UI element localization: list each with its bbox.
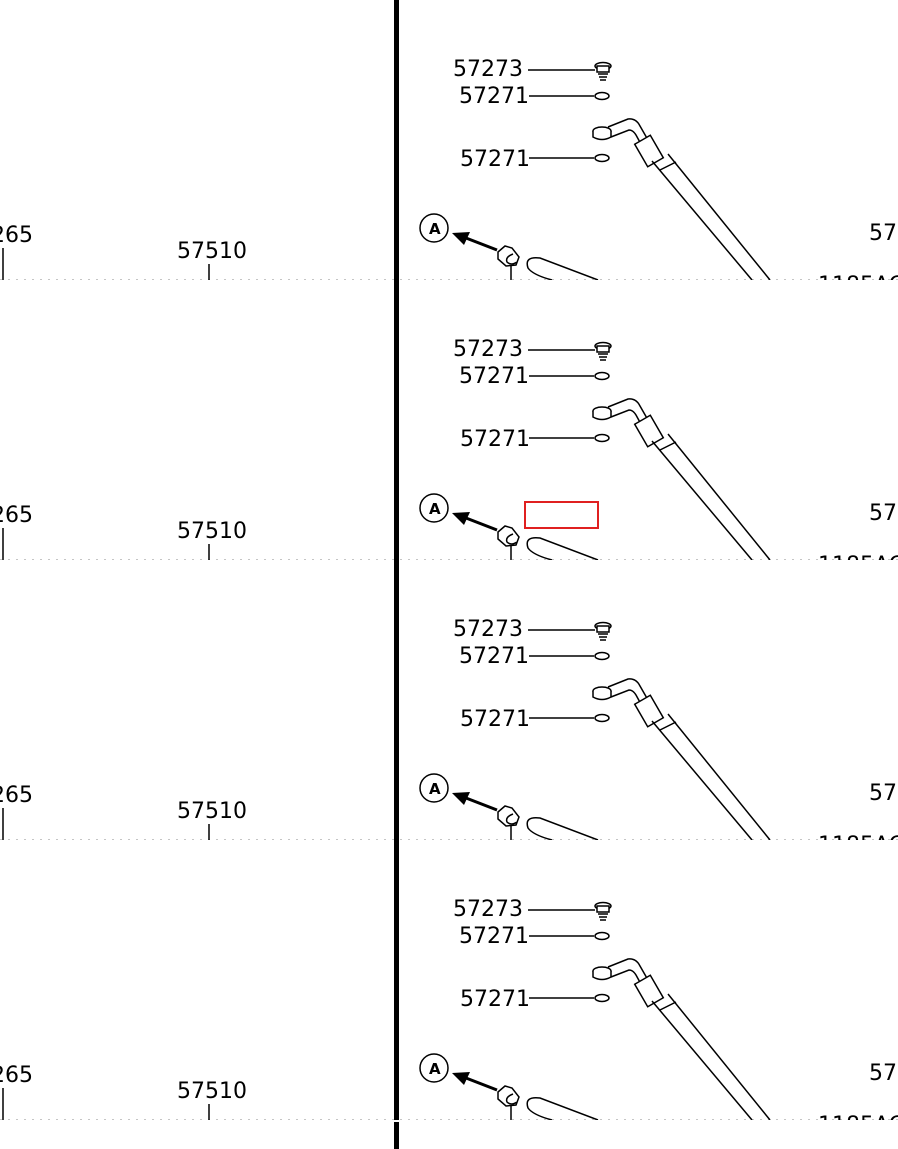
panel-divider — [394, 0, 399, 280]
diagram-panel: 265 57510 57273 57271 57271 57 — [0, 0, 898, 298]
callout-a-letter: A — [429, 220, 441, 238]
bolt-icon — [594, 901, 612, 921]
bolt-icon — [594, 61, 612, 81]
washer-icon-upper — [594, 371, 610, 381]
callout-a-letter: A — [429, 1060, 441, 1078]
label-57-cropped: 57 — [869, 781, 897, 806]
panel-divider — [394, 280, 399, 560]
arrow-icon — [452, 1072, 498, 1092]
cropped-fragment: 1185AC — [818, 273, 898, 298]
washer-icon-upper — [594, 931, 610, 941]
label-265-cropped: 265 — [0, 223, 33, 248]
cropped-fragment: 1185AC — [818, 833, 898, 858]
hose-loop-icon — [526, 256, 599, 280]
washer-icon-upper — [594, 651, 610, 661]
label-57-cropped: 57 — [869, 501, 897, 526]
washer-icon-lower — [594, 153, 610, 163]
label-57271-lower: 57271 — [460, 987, 530, 1012]
label-265-cropped: 265 — [0, 1063, 33, 1088]
callout-a-circle — [419, 213, 449, 243]
label-265-cropped: 265 — [0, 503, 33, 528]
label-57271-lower: 57271 — [460, 427, 530, 452]
washer-icon-lower — [594, 713, 610, 723]
label-57271-lower: 57271 — [460, 707, 530, 732]
arrow-icon — [452, 792, 498, 812]
label-57271-lower: 57271 — [460, 147, 530, 172]
washer-icon-lower — [594, 433, 610, 443]
callout-a-circle — [419, 493, 449, 523]
clip-fitting-icon — [497, 245, 520, 280]
panel-divider — [394, 840, 399, 1120]
label-57273: 57273 — [453, 337, 523, 362]
hose-loop-icon — [526, 816, 599, 840]
label-57510: 57510 — [177, 239, 247, 264]
diagram-panel: 265 57510 57273 57271 57271 57 — [0, 280, 898, 578]
cropped-fragment: 1185AC — [818, 1113, 898, 1138]
clip-fitting-icon — [497, 525, 520, 560]
label-57273: 57273 — [453, 617, 523, 642]
diagram-panel: 265 57510 57273 57271 57271 57 — [0, 840, 898, 1138]
arrow-icon — [452, 512, 498, 532]
label-57271-upper: 57271 — [459, 364, 529, 389]
callout-a-circle — [419, 773, 449, 803]
label-57510: 57510 — [177, 519, 247, 544]
brake-hose-icon — [592, 398, 771, 560]
washer-icon-upper — [594, 91, 610, 101]
callout-a-circle — [419, 1053, 449, 1083]
arrow-icon — [452, 232, 498, 252]
label-57271-upper: 57271 — [459, 924, 529, 949]
clip-fitting-icon — [497, 1085, 520, 1120]
hose-loop-icon — [526, 536, 599, 560]
clip-fitting-icon — [497, 805, 520, 840]
label-57-cropped: 57 — [869, 1061, 897, 1086]
brake-hose-icon — [592, 958, 771, 1120]
label-57271-upper: 57271 — [459, 644, 529, 669]
callout-a-letter: A — [429, 780, 441, 798]
brake-hose-icon — [592, 118, 771, 280]
bolt-icon — [594, 341, 612, 361]
hose-loop-icon — [526, 1096, 599, 1120]
label-57271-upper: 57271 — [459, 84, 529, 109]
brake-hose-icon — [592, 678, 771, 840]
bolt-icon — [594, 621, 612, 641]
label-57-cropped: 57 — [869, 221, 897, 246]
callout-a-letter: A — [429, 500, 441, 518]
cropped-fragment: 1185AC — [818, 553, 898, 578]
highlight-box — [524, 501, 599, 529]
label-57510: 57510 — [177, 799, 247, 824]
panel-divider — [394, 560, 399, 840]
diagram-panel: 265 57510 57273 57271 57271 57 — [0, 560, 898, 858]
label-57273: 57273 — [453, 897, 523, 922]
washer-icon-lower — [594, 993, 610, 1003]
divider-bottom-stub — [394, 1122, 399, 1149]
label-57510: 57510 — [177, 1079, 247, 1104]
label-265-cropped: 265 — [0, 783, 33, 808]
label-57273: 57273 — [453, 57, 523, 82]
